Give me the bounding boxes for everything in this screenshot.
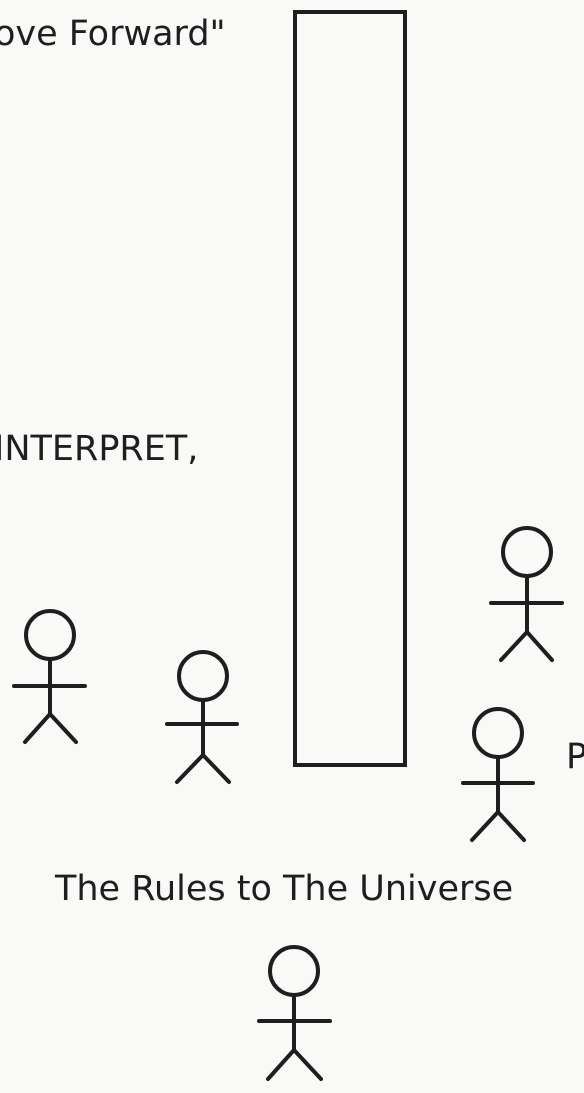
move-forward-text[interactable]: ove Forward" [0, 14, 226, 54]
stick-figure-4[interactable] [461, 707, 535, 842]
stick-figure-1[interactable] [12, 609, 87, 744]
rules-to-universe-text[interactable]: The Rules to The Universe [55, 869, 514, 909]
interpret-text[interactable]: INTERPRET, [0, 429, 199, 469]
stick-figure-2[interactable] [165, 650, 239, 784]
p-text[interactable]: P [566, 737, 584, 777]
stick-figure-5[interactable] [257, 945, 332, 1081]
tall-rectangle[interactable] [293, 10, 407, 767]
stick-figure-3[interactable] [489, 526, 564, 662]
